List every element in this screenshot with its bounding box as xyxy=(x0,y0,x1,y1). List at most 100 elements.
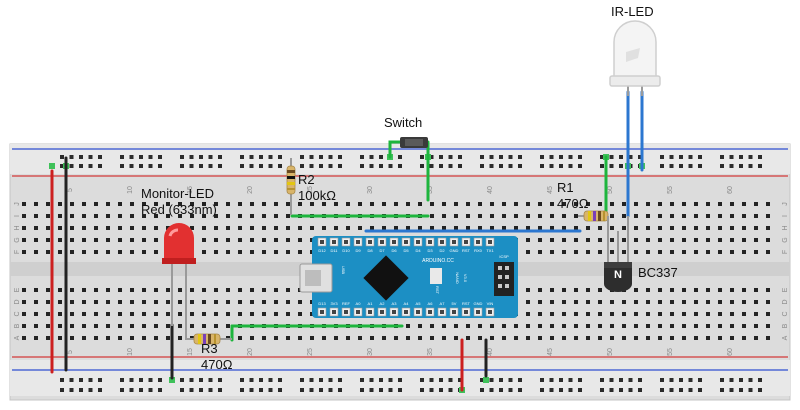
hole xyxy=(562,288,566,292)
hole xyxy=(82,202,86,206)
hole xyxy=(754,238,758,242)
rail-hole xyxy=(679,164,683,168)
hole xyxy=(562,226,566,230)
hole xyxy=(718,300,722,304)
nano-pin-hole xyxy=(464,310,468,314)
nano-pin-label: 3V3 xyxy=(330,301,338,306)
hole xyxy=(562,324,566,328)
nano-pin-label: VIN xyxy=(487,301,494,306)
rail-hole xyxy=(388,164,393,168)
rail-hole xyxy=(518,155,522,159)
rail-hole xyxy=(300,388,304,392)
rail-hole xyxy=(338,388,342,392)
hole xyxy=(586,336,590,340)
column-number-bottom: 15 xyxy=(187,348,194,356)
rail-hole xyxy=(688,378,693,382)
hole xyxy=(730,336,734,340)
hole xyxy=(658,202,662,206)
hole xyxy=(178,202,182,206)
rail-hole xyxy=(489,388,494,392)
hole xyxy=(430,214,434,218)
hole xyxy=(274,226,278,230)
hole xyxy=(658,312,662,316)
hole xyxy=(538,288,542,292)
hole xyxy=(754,250,758,254)
hole xyxy=(106,312,110,316)
hole xyxy=(178,300,182,304)
rail-hole xyxy=(249,388,254,392)
hole xyxy=(694,288,698,292)
hole xyxy=(22,312,26,316)
hole xyxy=(574,336,578,340)
rail-hole xyxy=(259,388,263,392)
hole xyxy=(34,202,38,206)
rail-hole xyxy=(240,378,244,382)
hole xyxy=(298,336,302,340)
rail-hole xyxy=(328,388,333,392)
hole xyxy=(454,324,458,328)
nano-pin-label: A6 xyxy=(428,301,434,306)
hole xyxy=(46,324,50,328)
nano-pin-hole xyxy=(392,310,396,314)
hole xyxy=(94,300,98,304)
hole xyxy=(562,300,566,304)
rail-hole xyxy=(249,155,254,159)
hole xyxy=(418,336,422,340)
rail-hole xyxy=(559,164,563,168)
hole xyxy=(634,250,638,254)
hole xyxy=(370,202,374,206)
hole xyxy=(562,202,566,206)
rail-hole xyxy=(540,164,544,168)
hole xyxy=(118,250,122,254)
row-letter: G xyxy=(782,237,789,242)
hole xyxy=(274,214,278,218)
hole xyxy=(58,226,62,230)
rail-hole xyxy=(688,155,693,159)
hole xyxy=(46,312,50,316)
hole xyxy=(214,226,218,230)
hole xyxy=(646,214,650,218)
hole xyxy=(58,214,62,218)
hole xyxy=(286,250,290,254)
rail-hole xyxy=(619,164,623,168)
hole xyxy=(142,288,146,292)
hole xyxy=(634,202,638,206)
rail-hole xyxy=(268,388,273,392)
hole xyxy=(658,226,662,230)
icsp-pin xyxy=(505,266,509,270)
rail-hole xyxy=(420,155,424,159)
hole xyxy=(718,312,722,316)
hole xyxy=(718,336,722,340)
hole xyxy=(130,214,134,218)
hole xyxy=(646,202,650,206)
nano-pin-hole xyxy=(356,240,360,244)
hole xyxy=(646,324,650,328)
row-letter: E xyxy=(14,287,21,292)
nano-pin-label: D12 xyxy=(318,248,326,253)
hole xyxy=(118,238,122,242)
hole xyxy=(226,300,230,304)
hole xyxy=(526,238,530,242)
hole xyxy=(622,336,626,340)
hole xyxy=(718,238,722,242)
icsp-pin xyxy=(505,284,509,288)
rail-hole xyxy=(98,164,102,168)
hole xyxy=(694,300,698,304)
hole xyxy=(682,336,686,340)
nano-pin-label: TX1 xyxy=(486,248,494,253)
hole xyxy=(226,238,230,242)
rail-hole xyxy=(369,378,374,382)
rail-hole xyxy=(578,388,582,392)
column-number-top: 30 xyxy=(367,186,374,194)
hole xyxy=(430,226,434,230)
hole xyxy=(310,226,314,230)
icsp-pin xyxy=(498,284,502,288)
hole xyxy=(562,336,566,340)
rail-hole xyxy=(79,164,83,168)
icsp-pin xyxy=(498,266,502,270)
hole xyxy=(574,312,578,316)
nano-pin-hole xyxy=(320,310,324,314)
hole xyxy=(754,336,758,340)
hole xyxy=(262,312,266,316)
rail-hole xyxy=(448,388,453,392)
